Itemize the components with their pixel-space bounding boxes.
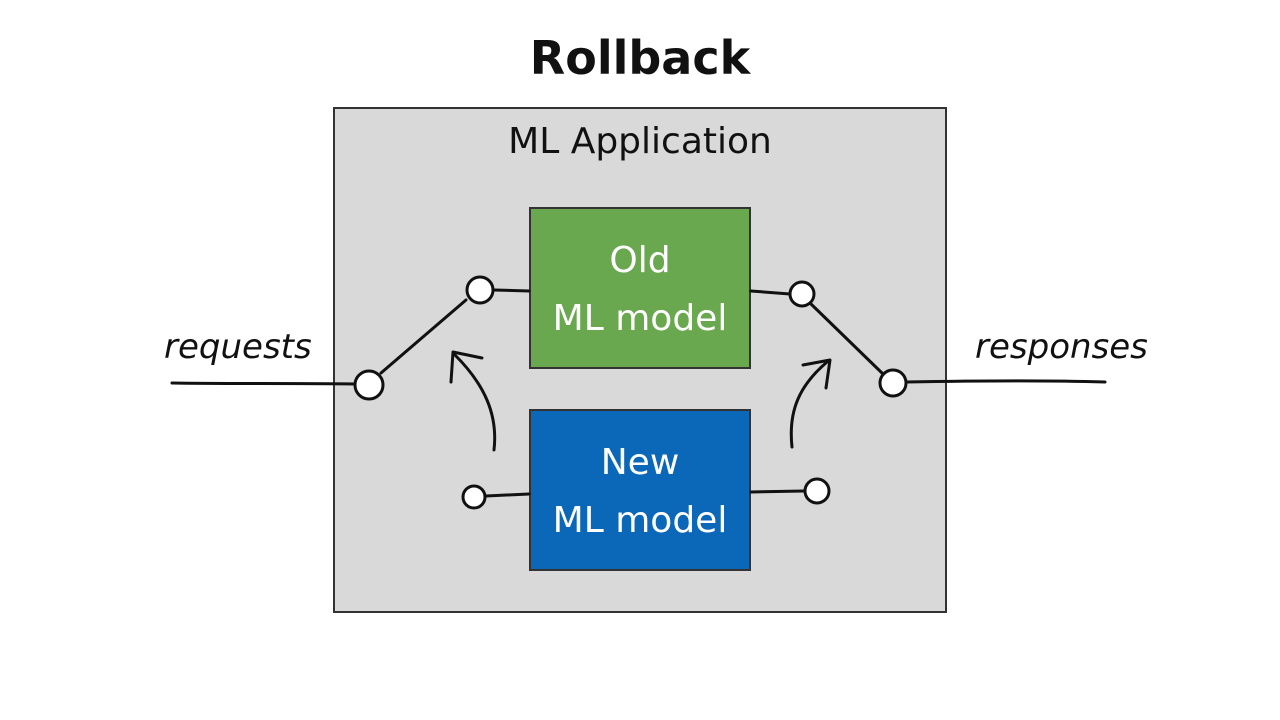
requests-label: requests [164, 327, 312, 367]
output-switch-pivot-node [878, 368, 908, 398]
input-switch-pivot-node [353, 369, 385, 401]
old-model-label-line1: Old [609, 240, 670, 281]
old-model-label-line2: ML model [553, 298, 728, 339]
new-model-label-line2: ML model [553, 500, 728, 541]
new-model-output-wire [749, 489, 806, 494]
left-switch-arrow [453, 353, 497, 452]
old-model-input-wire [492, 288, 531, 293]
requests-line [170, 381, 357, 386]
ml-application-label: ML Application [508, 121, 772, 162]
output-new-contact-node [803, 477, 831, 505]
new-ml-model-box [529, 409, 751, 571]
input-switch-arm [379, 298, 468, 375]
input-new-contact-node [461, 484, 487, 510]
output-switch-arm [809, 302, 884, 375]
old-ml-model-box [529, 207, 751, 369]
input-old-contact-node [465, 275, 495, 305]
output-old-contact-node [788, 280, 816, 308]
responses-line [904, 379, 1107, 384]
diagram-title: Rollback [530, 31, 752, 85]
right-switch-arrowhead [801, 358, 832, 390]
new-model-input-wire [484, 492, 531, 498]
new-model-label-line1: New [601, 442, 680, 483]
responses-label: responses [975, 327, 1148, 367]
right-switch-arrow [789, 360, 829, 449]
left-switch-arrowhead [449, 350, 484, 384]
old-model-output-wire [749, 289, 792, 296]
